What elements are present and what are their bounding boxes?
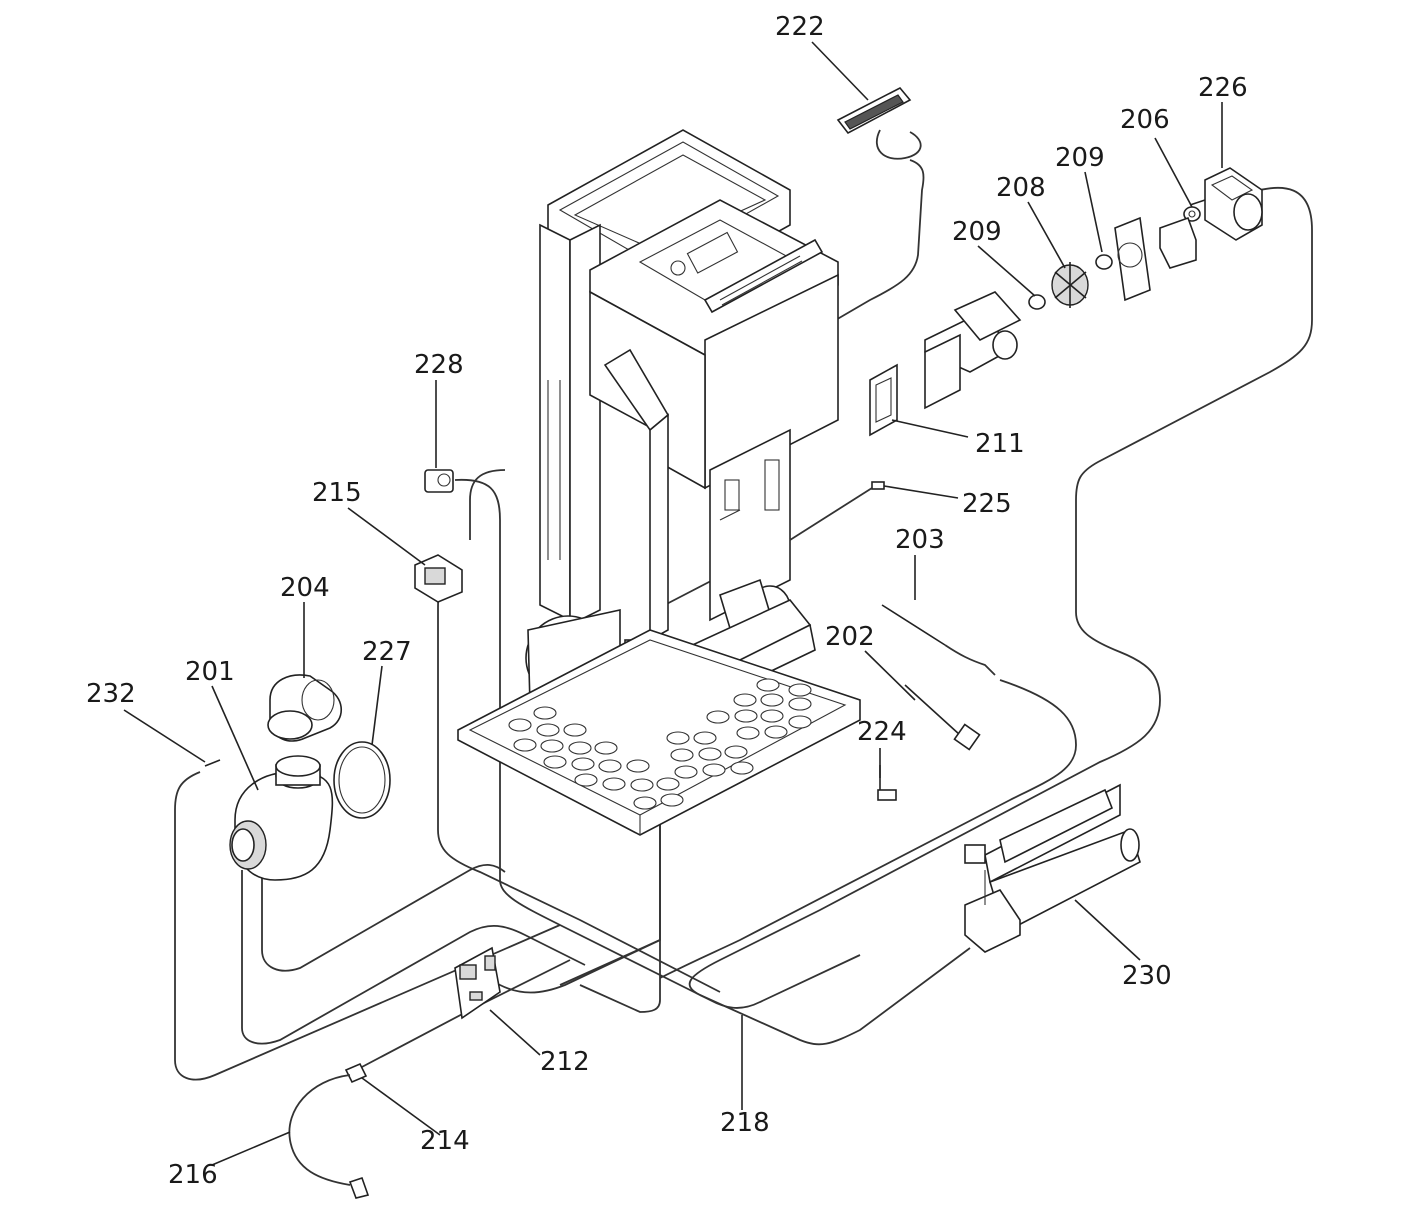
label-230: 230 <box>1122 961 1172 991</box>
label-206: 206 <box>1120 105 1170 135</box>
part-208-209-assembly <box>924 216 1197 410</box>
label-201: 201 <box>185 657 235 687</box>
label-232: 232 <box>86 679 136 709</box>
label-211: 211 <box>975 429 1025 459</box>
part-211-gasket <box>869 363 898 437</box>
part-204-elbow <box>267 674 343 742</box>
label-225: 225 <box>962 489 1012 519</box>
label-215: 215 <box>312 478 362 508</box>
label-226: 226 <box>1198 73 1248 103</box>
part-215-control <box>414 554 463 603</box>
base-plate-holes <box>508 678 812 810</box>
label-227: 227 <box>362 637 412 667</box>
part-201-blower <box>229 755 334 881</box>
part-208-impeller <box>1051 262 1089 308</box>
part-225-sensor <box>789 481 885 541</box>
part-212-board <box>454 946 501 1020</box>
leader-lines <box>123 41 1223 1166</box>
label-218: 218 <box>720 1108 770 1138</box>
label-228: 228 <box>414 350 464 380</box>
label-209-upper: 209 <box>1055 143 1105 173</box>
label-224: 224 <box>857 717 907 747</box>
label-214: 214 <box>420 1126 470 1156</box>
label-202: 202 <box>825 622 875 652</box>
label-203: 203 <box>895 525 945 555</box>
part-222-display <box>836 86 922 160</box>
label-204: 204 <box>280 573 330 603</box>
label-208: 208 <box>996 173 1046 203</box>
part-228-switch <box>424 469 454 493</box>
part-203-probe <box>881 604 996 676</box>
part-230-exchanger <box>964 783 1141 953</box>
part-227-ring <box>333 741 391 819</box>
label-216: 216 <box>168 1160 218 1190</box>
label-222: 222 <box>775 12 825 42</box>
part-202-igniter <box>904 684 981 751</box>
label-212: 212 <box>540 1047 590 1077</box>
part-labels: 222 226 206 209 208 209 228 211 215 225 … <box>86 12 1248 1190</box>
part-232 <box>204 759 221 767</box>
part-216-power-cord <box>288 1074 370 1199</box>
part-214-connector <box>344 1062 368 1084</box>
label-209-lower: 209 <box>952 217 1002 247</box>
part-226-motor <box>1189 167 1263 241</box>
